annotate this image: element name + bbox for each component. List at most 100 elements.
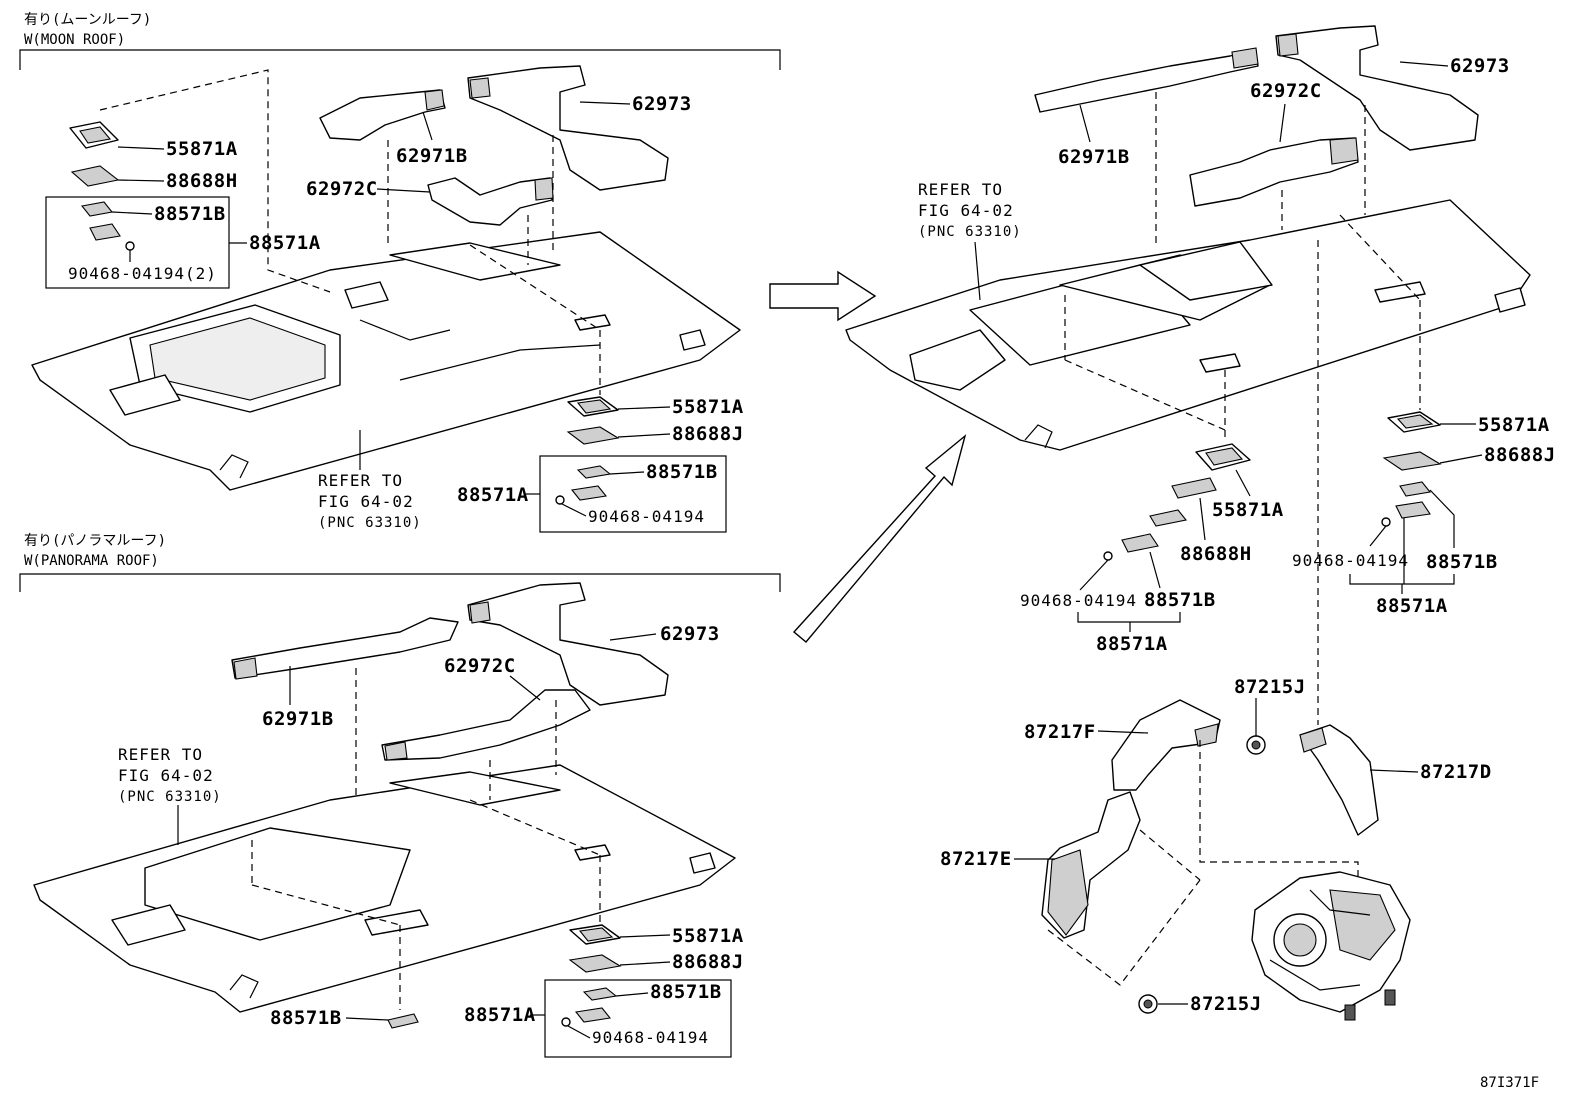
- label-55871A-pano: 55871A: [672, 925, 744, 947]
- duct-62972C-moon: [427, 177, 554, 226]
- label-90468-std-m: 90468-04194: [1020, 591, 1137, 610]
- label-62971B-moon: 62971B: [396, 145, 468, 167]
- leader: [617, 406, 671, 410]
- label-55871A-moon-top: 55871A: [166, 138, 238, 160]
- moon-roof-section-frame: [19, 49, 781, 70]
- leader: [1079, 104, 1091, 143]
- leader: [1429, 489, 1455, 548]
- dash-line: [1199, 740, 1359, 878]
- leader: [561, 503, 587, 517]
- lamp-base-88688H-moon: [70, 165, 120, 187]
- duct-87217E: [1041, 791, 1141, 939]
- leader: [1077, 612, 1181, 623]
- label-88571B-pano-r: 88571B: [650, 981, 722, 1003]
- leader: [1149, 551, 1161, 589]
- refer-std-line1: REFER TO: [918, 180, 1003, 199]
- moon-roof-headliner: [31, 231, 741, 491]
- duct-62971B-pano: [231, 617, 459, 680]
- panorama-roof-title-en: W(PANORAMA ROOF): [24, 553, 159, 569]
- label-87217E: 87217E: [940, 848, 1012, 870]
- lamp-lens-55871A-moon: [69, 121, 119, 149]
- lamp-base-88688J-moon: [566, 426, 620, 445]
- label-90468-pano: 90468-04194: [592, 1028, 709, 1047]
- leader: [617, 433, 671, 438]
- leader: [1369, 525, 1387, 547]
- label-87217F: 87217F: [1024, 721, 1096, 743]
- duct-87217D: [1299, 724, 1379, 836]
- panorama-roof-title-jp: 有り(パノラマルーフ): [24, 533, 166, 549]
- label-88688J-pano: 88688J: [672, 951, 744, 973]
- label-87217D: 87217D: [1420, 761, 1492, 783]
- lamp-base-88688H-std: [1149, 477, 1217, 527]
- lamp-lens-55871A-pano: [569, 924, 621, 945]
- dash-line: [1047, 879, 1201, 986]
- label-88688J-std: 88688J: [1484, 444, 1556, 466]
- leader: [1439, 454, 1483, 464]
- label-88571A-pano: 88571A: [464, 1004, 536, 1026]
- leader: [609, 633, 657, 641]
- label-62972C-moon: 62972C: [306, 178, 378, 200]
- leader: [1097, 730, 1149, 734]
- leader: [117, 179, 165, 182]
- label-90468-moon-r: 90468-04194: [588, 507, 705, 526]
- leader: [509, 675, 541, 701]
- label-62973-pano: 62973: [660, 623, 720, 645]
- label-88688H-moon: 88688H: [166, 170, 238, 192]
- pano-kit-box-88571A: [544, 979, 732, 1058]
- refer-moon-line3: (PNC 63310): [318, 515, 422, 531]
- figure-id: 87I371F: [1480, 1075, 1539, 1091]
- dash-line: [469, 244, 601, 331]
- diagonal-arrow: [792, 434, 967, 643]
- lamp-base-88688J-pano: [568, 954, 622, 973]
- panorama-roof-headliner: [33, 764, 736, 1013]
- label-88571B-moon-r: 88571B: [646, 461, 718, 483]
- leader: [1199, 497, 1206, 541]
- dash-line: [99, 69, 331, 293]
- duct-62971B-std: [1034, 47, 1259, 113]
- label-62973-moon: 62973: [632, 93, 692, 115]
- label-88571A-std-m: 88571A: [1096, 633, 1168, 655]
- label-88571B-moon-top: 88571B: [154, 203, 226, 225]
- label-88571B-std-m: 88571B: [1144, 589, 1216, 611]
- label-88571B-pano-l: 88571B: [270, 1007, 342, 1029]
- lamp-lens-55871A-std-r: [1387, 411, 1441, 433]
- leader: [1399, 61, 1449, 67]
- dash-line: [1339, 214, 1421, 301]
- duct-62973-moon: [467, 65, 669, 191]
- label-87215J-top: 87215J: [1234, 676, 1306, 698]
- duct-62972C-std: [1189, 137, 1359, 207]
- leader: [376, 188, 431, 193]
- dash-line: [251, 884, 401, 926]
- refer-moon-line2: FIG 64-02: [318, 492, 414, 511]
- label-55871A-std-m: 55871A: [1212, 499, 1284, 521]
- leader: [609, 471, 645, 475]
- label-62971B-std: 62971B: [1058, 146, 1130, 168]
- leader: [345, 1017, 389, 1021]
- lamp-base-88688J-std: [1382, 451, 1442, 471]
- refer-pano-line3: (PNC 63310): [118, 789, 222, 805]
- dash-line: [1139, 829, 1201, 881]
- leader: [117, 146, 165, 150]
- label-90468-moon-top: 90468-04194(2): [68, 264, 217, 283]
- refer-moon-line1: REFER TO: [318, 471, 403, 490]
- standard-headliner: [845, 199, 1531, 451]
- clip-87215J-top: [1246, 735, 1266, 755]
- lamp-88571B-moon-r: [555, 465, 612, 505]
- leader: [1279, 103, 1286, 143]
- duct-62971B-moon: [319, 89, 446, 141]
- leader: [1369, 769, 1419, 773]
- label-87215J-bottom: 87215J: [1190, 993, 1262, 1015]
- dash-line: [1064, 359, 1226, 431]
- leader: [1349, 574, 1455, 585]
- duct-87217F: [1111, 699, 1221, 791]
- moon-roof-title-en: W(MOON ROOF): [24, 32, 125, 48]
- leader: [567, 1025, 591, 1039]
- leader: [111, 211, 153, 215]
- leader: [579, 101, 631, 105]
- duct-62973-pano: [467, 582, 669, 706]
- lamp-lens-55871A-std-m: [1195, 443, 1251, 471]
- label-55871A-std-r: 55871A: [1478, 414, 1550, 436]
- label-90468-std-r: 90468-04194: [1292, 551, 1409, 570]
- leader: [422, 111, 433, 141]
